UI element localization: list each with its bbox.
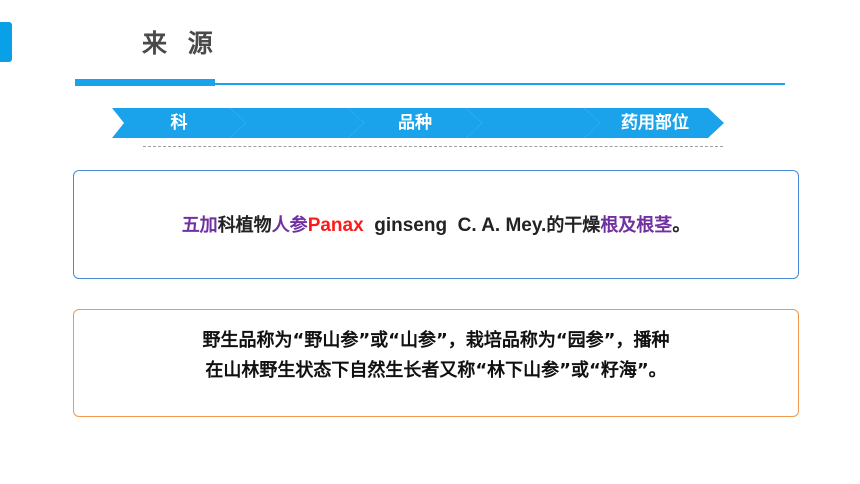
family-suffix: 科植物 [217,215,272,236]
flow-chevron-3 [348,108,482,138]
plant-name: 人参 [271,215,308,236]
genus-name: Panax [307,215,364,236]
flow-step-family: 科 [170,113,188,133]
definition-mid: 的干燥 [546,215,601,236]
section-title: 来 源 [142,29,219,58]
varieties-line-2: 在山林野生状态下自然生长者又称“林下山参”或“籽海”。 [205,360,667,381]
title-underline-accent [75,79,215,86]
species-name: ginseng C. A. Mey. [363,215,547,236]
flow-step-empty-2 [472,108,594,138]
flow-step-empty-1 [236,108,358,138]
flow-chevron-4 [466,108,600,138]
medicinal-part: 根及根茎 [600,215,673,236]
accent-tab [0,22,12,62]
flow-chevron-1 [112,108,246,138]
flow-chevron-2 [230,108,364,138]
flow-step-medicinal-part: 药用部位 [621,113,689,133]
flow-chevron-5 [584,108,724,138]
family-name: 五加 [181,215,218,236]
definition-text: 五加科植物人参Panax ginseng C. A. Mey.的干燥根及根茎。 [74,211,798,237]
flow-step-variety: 品种 [398,113,432,133]
definition-box: 五加科植物人参Panax ginseng C. A. Mey.的干燥根及根茎。 [73,170,799,279]
title-underline [75,83,785,85]
definition-end: 。 [672,215,691,236]
classification-flow: 科 品种 药用部位 [112,108,732,138]
divider-dashed [143,146,723,147]
varieties-box: 野生品称为“野山参”或“山参”，栽培品称为“园参”，播种 在山林野生状态下自然生… [73,309,799,417]
varieties-line-1: 野生品称为“野山参”或“山参”，栽培品称为“园参”，播种 [202,330,670,351]
